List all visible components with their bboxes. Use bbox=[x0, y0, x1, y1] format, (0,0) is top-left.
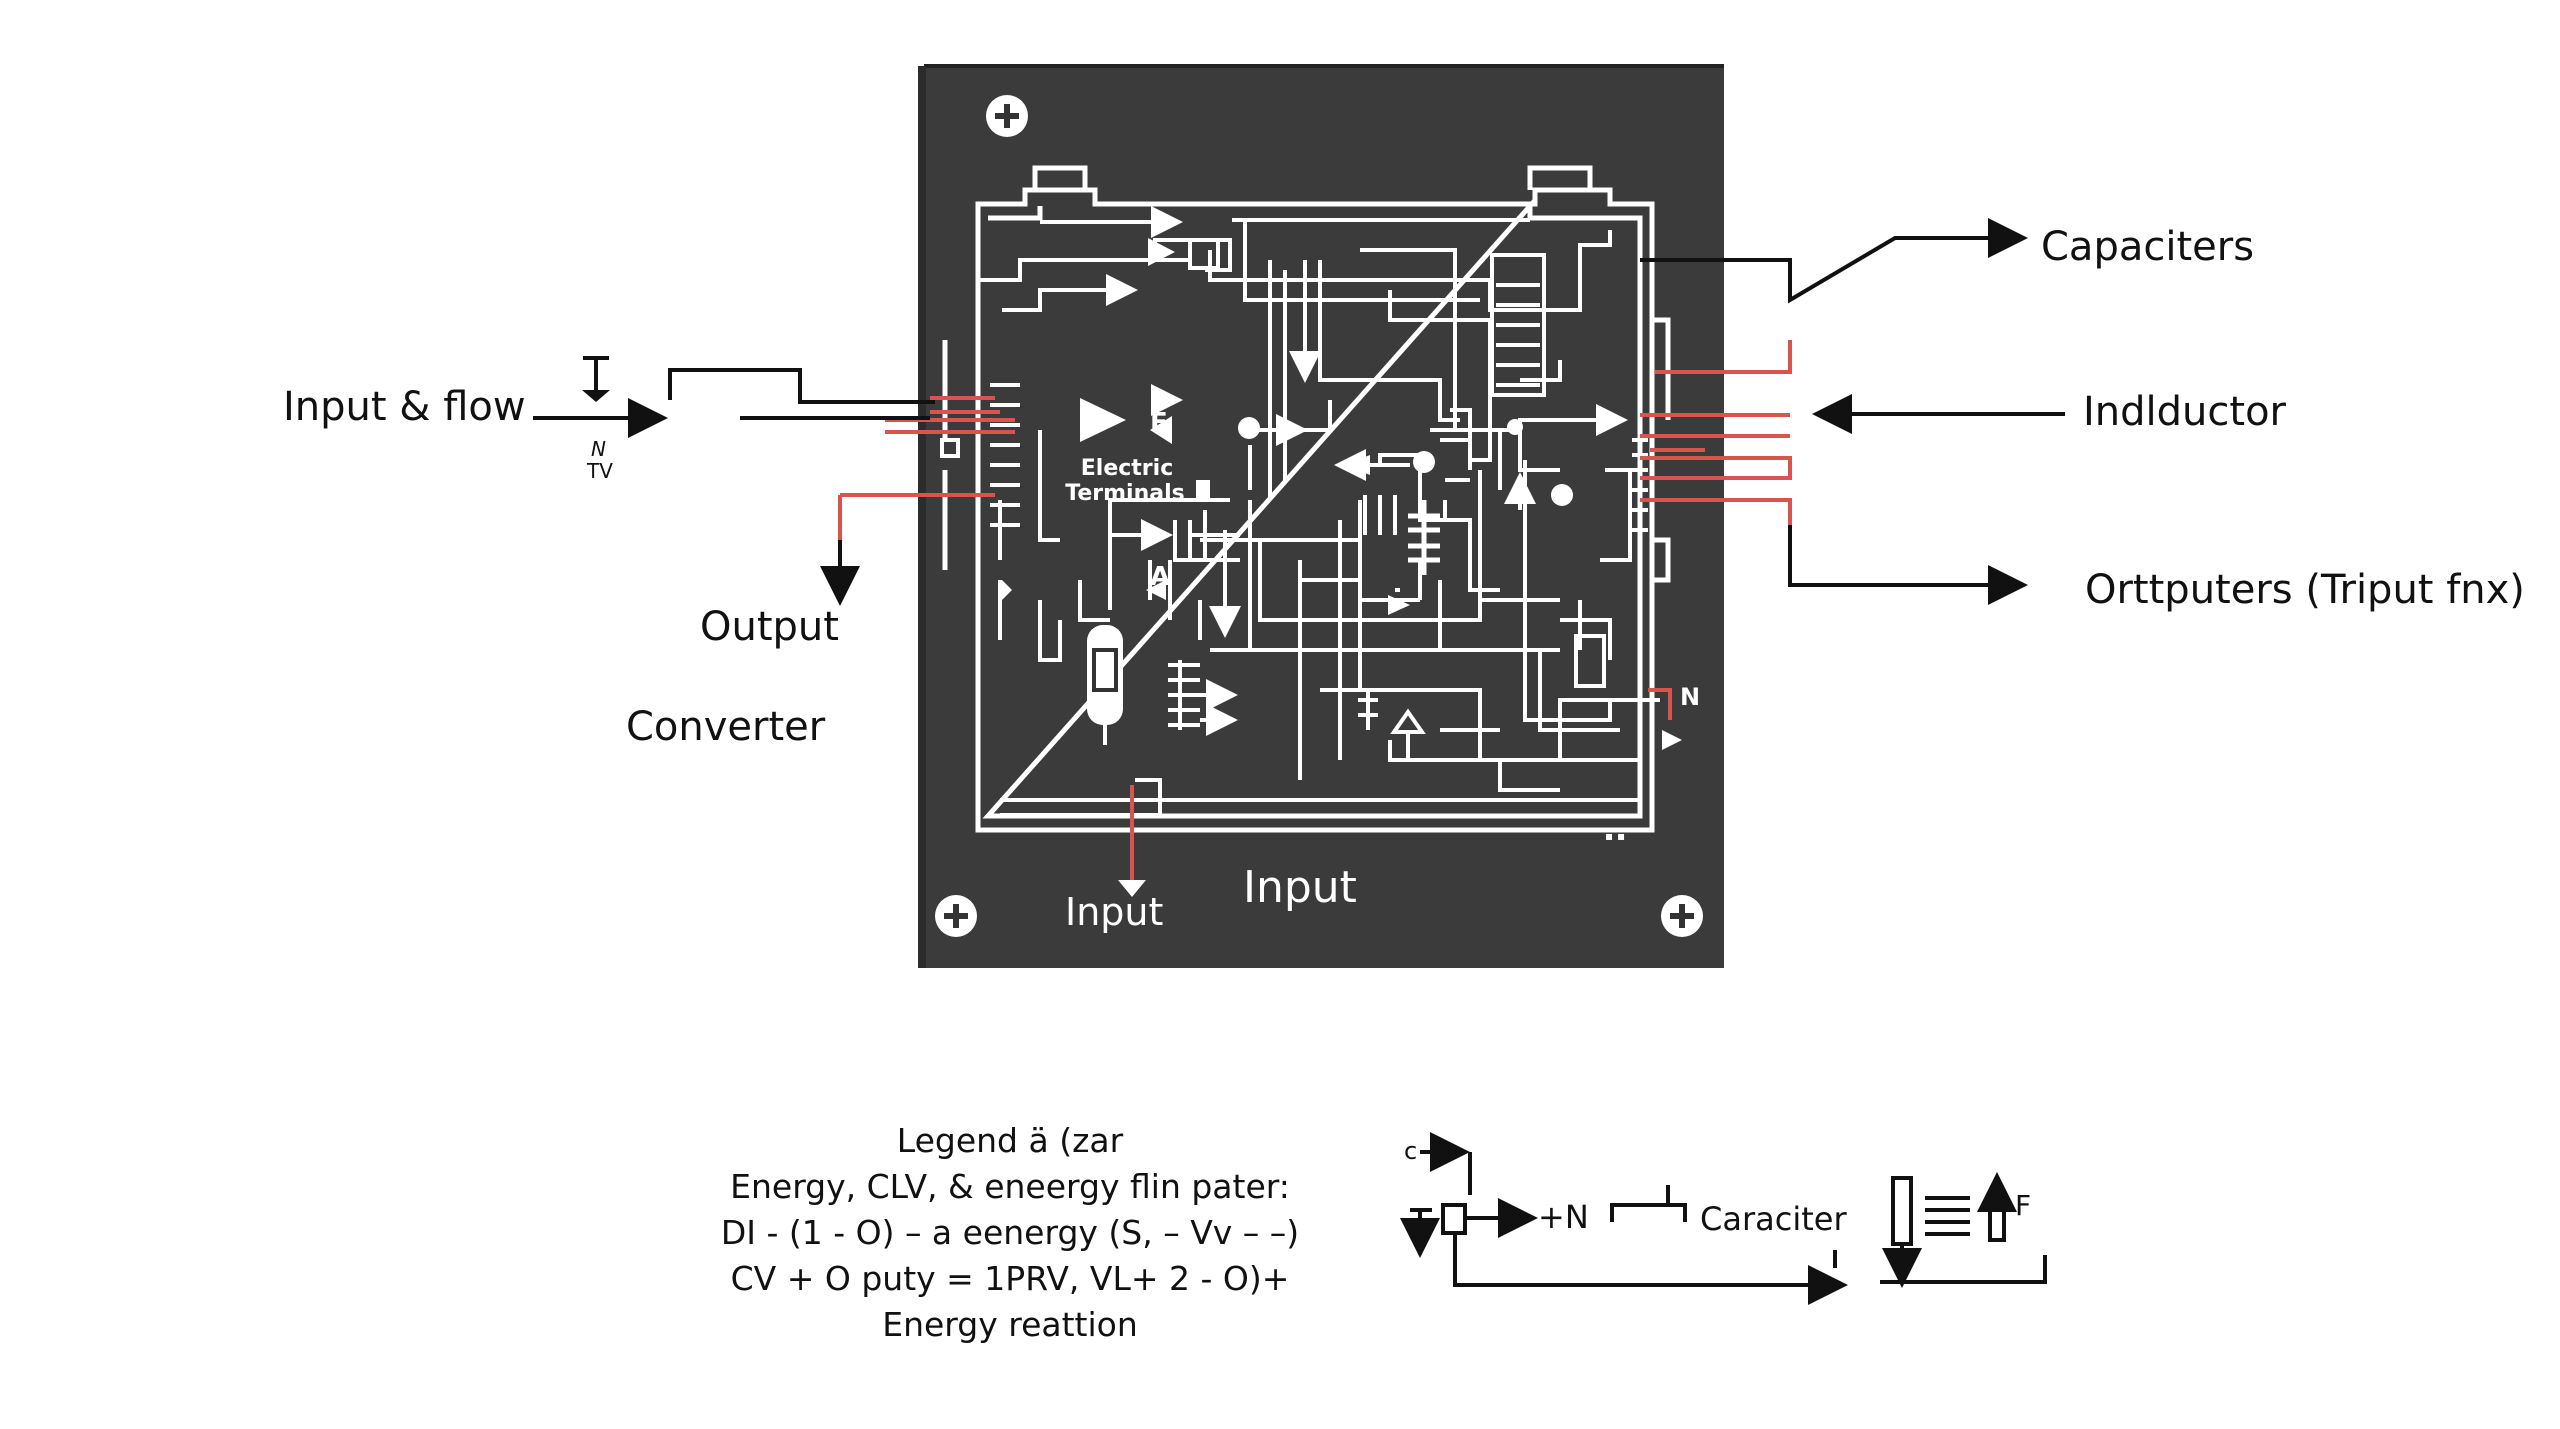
marker-n: N bbox=[1680, 683, 1700, 711]
label-input-flow-sub-bottom: ΤV bbox=[586, 459, 613, 483]
ground-arrow-icon bbox=[582, 390, 610, 402]
legend: Legend ä (zar Energy, CLV, & eneergy fli… bbox=[640, 1118, 1380, 1348]
label-converter: Converter bbox=[626, 704, 826, 750]
legend-symbol-n: +N bbox=[1538, 1198, 1589, 1236]
capacitor-bank bbox=[1490, 253, 1546, 397]
pin-header-left bbox=[990, 383, 1020, 527]
resistor-block bbox=[1574, 634, 1606, 688]
small-cap-icon bbox=[1358, 690, 1378, 730]
ground-triangle-icon bbox=[1390, 708, 1426, 760]
terminals-label-line2: Terminals bbox=[1065, 481, 1184, 506]
label-capacitors: Capaciters bbox=[2041, 224, 2254, 270]
vacuum-tube-icon bbox=[1087, 625, 1123, 745]
arrow-left-icon bbox=[1150, 416, 1172, 444]
label-outputs: Orttputers (Triput fnx) bbox=[2085, 567, 2525, 613]
arrow-right-icon bbox=[1662, 730, 1682, 750]
circuit-board: F Electric Terminals A N Input Input ▪ ▪ bbox=[838, 64, 1792, 968]
amplifier-triangle-icon bbox=[1080, 398, 1126, 442]
node-dot bbox=[1551, 484, 1573, 506]
node-dot bbox=[1413, 451, 1435, 473]
legend-symbol-capacitor: Caraciter bbox=[1700, 1200, 1847, 1238]
label-input-flow: Input & flow bbox=[283, 384, 526, 430]
legend-line: Energy, CLV, & eneergy flin pater: bbox=[730, 1167, 1290, 1206]
stacked-capacitor-icon bbox=[1408, 500, 1440, 575]
node-dot bbox=[1238, 417, 1260, 439]
node-dot bbox=[1507, 419, 1523, 435]
label-output: Output bbox=[700, 604, 839, 650]
terminal-marker: F bbox=[1150, 408, 1168, 438]
label-input-flow-sub-top: N bbox=[591, 437, 606, 461]
terminal-block-icon bbox=[1168, 660, 1238, 736]
square-pad bbox=[940, 438, 960, 458]
trace-frame bbox=[942, 165, 1671, 833]
arrow-right-icon bbox=[1388, 595, 1410, 615]
marker-a: A bbox=[1150, 562, 1170, 592]
label-inductor: Indlductor bbox=[2083, 389, 2287, 435]
input-arrow-icon bbox=[1118, 880, 1146, 897]
screw-icon bbox=[986, 95, 1028, 137]
capacitor-bank-lines bbox=[1496, 283, 1540, 387]
input-label-left: Input bbox=[1065, 890, 1163, 934]
pad bbox=[1196, 480, 1210, 502]
tiny-mark: ▪ ▪ bbox=[1605, 829, 1625, 843]
legend-line: Energy reattion bbox=[882, 1305, 1138, 1344]
screw-icon bbox=[935, 895, 977, 937]
arrow-right-icon bbox=[1148, 238, 1175, 266]
legend-line: DI - (1 - O) – a eenergy (S, – Vv – –) bbox=[720, 1213, 1300, 1252]
external-wiring bbox=[533, 218, 2065, 606]
input-label-center: Input bbox=[1243, 862, 1357, 913]
legend-symbol-f: F bbox=[2015, 1189, 2031, 1222]
red-traces bbox=[838, 340, 1792, 880]
arrow-left-icon bbox=[1345, 455, 1370, 475]
legend-title: Legend ä (zar bbox=[896, 1121, 1124, 1160]
legend-line: CV + O puty = 1PRV, VL+ 2 - O)+ bbox=[730, 1259, 1290, 1298]
transistor-block bbox=[1188, 238, 1220, 270]
arrow-left-icon bbox=[1146, 580, 1166, 600]
legend-symbols: c +N Caraciter F bbox=[1400, 1132, 2047, 1305]
terminals-label-line1: Electric bbox=[1081, 456, 1173, 481]
screw-icon bbox=[1661, 895, 1703, 937]
arrow-icon bbox=[1002, 580, 1012, 600]
legend-symbol-c: c bbox=[1404, 1137, 1417, 1165]
